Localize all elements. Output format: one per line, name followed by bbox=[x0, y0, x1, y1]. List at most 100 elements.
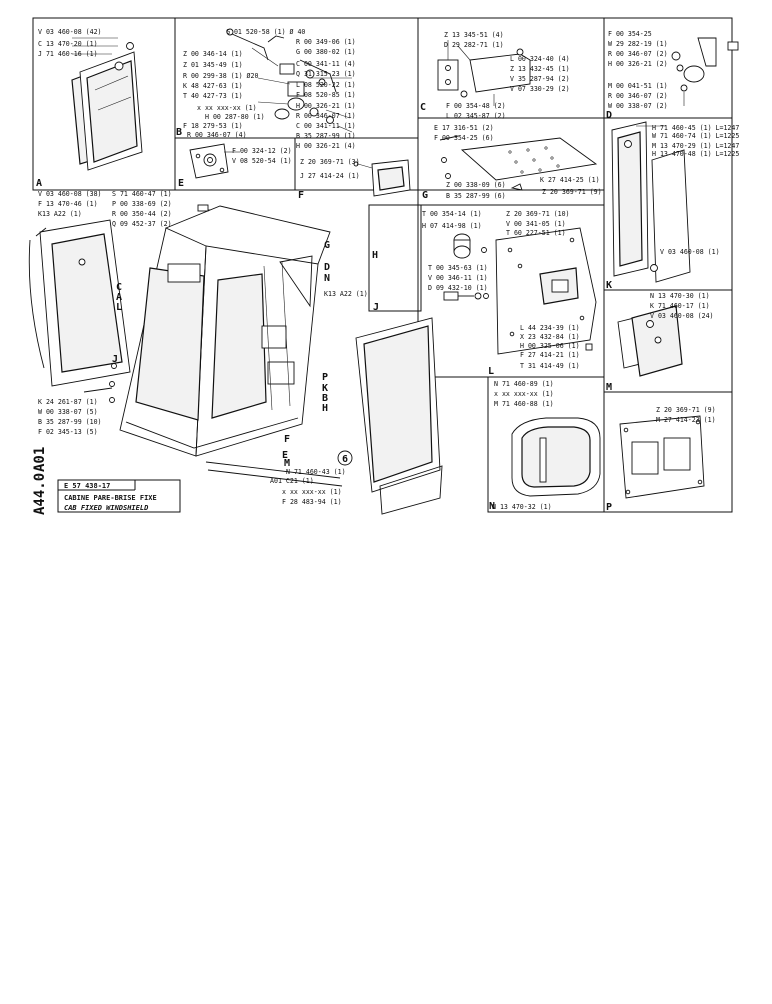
main-callout-letter: G bbox=[324, 240, 330, 251]
part-number-b: H 00 287-80 (1) bbox=[205, 113, 265, 121]
panel-e-hinge bbox=[189, 143, 240, 179]
part-number-b: H 00 326-21 (4) bbox=[296, 142, 356, 150]
part-number-b: R 00 346-07 (4) bbox=[187, 131, 247, 139]
part-number-c: L 00 324-40 (4) bbox=[510, 55, 570, 63]
part-number-b: F 18 279-53 (1) bbox=[183, 122, 243, 130]
main-left-part: B 35 287-99 (10) bbox=[38, 418, 102, 426]
part-number-k: H 71 460-45 (1) L=1247 bbox=[652, 124, 739, 132]
main-right-part: F 28 483-94 (1) bbox=[282, 498, 342, 506]
part-number-b: B 35 287-99 (1) bbox=[296, 132, 356, 140]
title-fr: CABINE PARE-BRISE FIXE bbox=[64, 494, 157, 502]
main-callout-letter: E bbox=[282, 450, 288, 461]
part-number-h: T 00 354-14 (1) bbox=[422, 210, 482, 218]
part-number-d: M 00 041-51 (1) bbox=[608, 82, 668, 90]
panel-letter-e: E bbox=[178, 178, 184, 189]
panel-n-door-frame bbox=[511, 417, 601, 497]
part-number-j: D 09 432-10 (1) bbox=[428, 284, 488, 292]
left-code-bottom: A44.0 bbox=[32, 473, 48, 515]
part-number-l: L 44 234-39 (1) bbox=[520, 324, 580, 332]
part-number-p: Z 20 369-71 (9) bbox=[656, 406, 716, 414]
part-number-b: K 48 427-63 (1) bbox=[183, 82, 243, 90]
main-callout-letter: L bbox=[116, 302, 122, 313]
panel-letter-p: P bbox=[606, 502, 612, 513]
main-callout-letter: F bbox=[284, 434, 290, 445]
part-number-k: W 71 460-74 (1) L=1225 bbox=[652, 132, 739, 140]
part-number-f: Z 20 369-71 (3) bbox=[300, 158, 360, 166]
main-callout-letter: C bbox=[116, 282, 122, 293]
part-number-b: C 00 341-11 (1) bbox=[296, 122, 356, 130]
main-top-part: R 00 350-44 (2) bbox=[112, 210, 172, 218]
part-number-l: H 00 325-06 (1) bbox=[520, 342, 580, 350]
panel-j-bolt bbox=[443, 291, 489, 301]
part-number-b: H 00 326-21 (1) bbox=[296, 102, 356, 110]
main-callout-letter: H bbox=[322, 403, 328, 414]
panel-letter-n: N bbox=[489, 501, 495, 512]
part-number-d: R 00 346-07 (2) bbox=[608, 50, 668, 58]
main-top-part: S 71 460-47 (1) bbox=[112, 190, 172, 198]
part-number-k: M 13 470-29 (1) L=1247 bbox=[652, 142, 739, 150]
part-number-d: R 00 346-07 (2) bbox=[608, 92, 668, 100]
panel-p-pocket bbox=[619, 415, 705, 499]
main-circle-label: 6 bbox=[342, 454, 348, 465]
panel-letter-h: H bbox=[372, 250, 378, 261]
main-right-part: K13 A22 (1) bbox=[324, 290, 368, 298]
part-number-c: V 07 330-29 (2) bbox=[510, 85, 570, 93]
main-right-part: A01 C21 (1) bbox=[270, 477, 314, 485]
part-number-e: V 08 520-54 (1) bbox=[232, 157, 292, 165]
panel-letter-l: L bbox=[488, 366, 494, 377]
main-callout-letter: M bbox=[284, 458, 290, 469]
title-ref: E 57 438-17 bbox=[64, 482, 110, 490]
part-number-b: C 00 341-11 (4) bbox=[296, 60, 356, 68]
title-en: CAB FIXED WINDSHIELD bbox=[64, 504, 148, 512]
part-number-l: F 27 414-21 (1) bbox=[520, 351, 580, 359]
part-number-n: M 71 460-88 (1) bbox=[494, 400, 554, 408]
panel-f-handle bbox=[353, 159, 411, 197]
part-number-b: R 00 349-06 (1) bbox=[296, 38, 356, 46]
part-number-l: Z 20 369-71 (10) bbox=[506, 210, 570, 218]
part-number-c: F 00 354-48 (2) bbox=[446, 102, 506, 110]
panel-frames bbox=[32, 17, 733, 513]
part-number-b: L 08 520-22 (1) bbox=[296, 81, 356, 89]
part-number-b: Q 31 315-23 (1) bbox=[296, 70, 356, 78]
part-number-f: J 27 414-24 (1) bbox=[300, 172, 360, 180]
panel-h-spacer bbox=[453, 233, 487, 259]
main-left-part: V 03 460-08 (38) bbox=[38, 190, 102, 198]
part-number-n: x xx xxx-xx (1) bbox=[494, 390, 554, 398]
part-number-g: E 17 316-51 (2) bbox=[434, 124, 494, 132]
part-number-a: V 03 460-08 (42) bbox=[38, 28, 102, 36]
part-number-h: H 07 414-98 (1) bbox=[422, 222, 482, 230]
panel-b-wiper bbox=[226, 28, 353, 133]
panel-letter-c: C bbox=[420, 102, 426, 113]
part-number-k: V 03 460-08 (1) bbox=[660, 248, 720, 256]
part-number-b: Z 00 346-14 (1) bbox=[183, 50, 243, 58]
part-number-p: M 27 414-23 (1) bbox=[656, 416, 716, 424]
part-number-d: F 00 354-25 bbox=[608, 30, 652, 38]
main-left-part: F 02 345-13 (5) bbox=[38, 428, 98, 436]
part-number-l: T 31 414-49 (1) bbox=[520, 362, 580, 370]
part-number-n: N 13 470-32 (1) bbox=[492, 503, 552, 511]
part-number-b: x xx xxx-xx (1) bbox=[197, 104, 257, 112]
part-number-b: F 08 520-85 (1) bbox=[296, 91, 356, 99]
part-number-m: K 71 460-17 (1) bbox=[650, 302, 710, 310]
main-left-part: F 13 470-46 (1) bbox=[38, 200, 98, 208]
panel-m-glass bbox=[617, 305, 683, 377]
part-number-g: B 35 287-99 (6) bbox=[446, 192, 506, 200]
main-right-part: N 71 460-43 (1) bbox=[286, 468, 346, 476]
part-number-c: Z 13 432-45 (1) bbox=[510, 65, 570, 73]
title-box: E 57 438-17 CABINE PARE-BRISE FIXE CAB F… bbox=[57, 479, 181, 513]
panel-l-door-panel bbox=[495, 227, 597, 355]
main-left-part: K13 A22 (1) bbox=[38, 210, 82, 218]
left-code-top: A01 bbox=[32, 447, 48, 472]
part-number-b: G 01 520-58 (1) Ø 40 bbox=[226, 28, 305, 36]
part-labels: V 03 460-08 (42)C 13 470-20 (1)J 71 460-… bbox=[36, 28, 739, 513]
part-number-j: V 00 346-11 (1) bbox=[428, 274, 488, 282]
part-number-b: T 40 427-73 (1) bbox=[183, 92, 243, 100]
panel-d-bracket bbox=[671, 37, 739, 106]
main-callout-letter: N bbox=[324, 273, 330, 284]
panel-letter-k: K bbox=[606, 280, 612, 291]
part-number-b: R 00 299-38 (1) Ø20 bbox=[183, 72, 258, 80]
part-number-g: Z 00 338-09 (6) bbox=[446, 181, 506, 189]
part-number-d: H 00 326-21 (2) bbox=[608, 60, 668, 68]
